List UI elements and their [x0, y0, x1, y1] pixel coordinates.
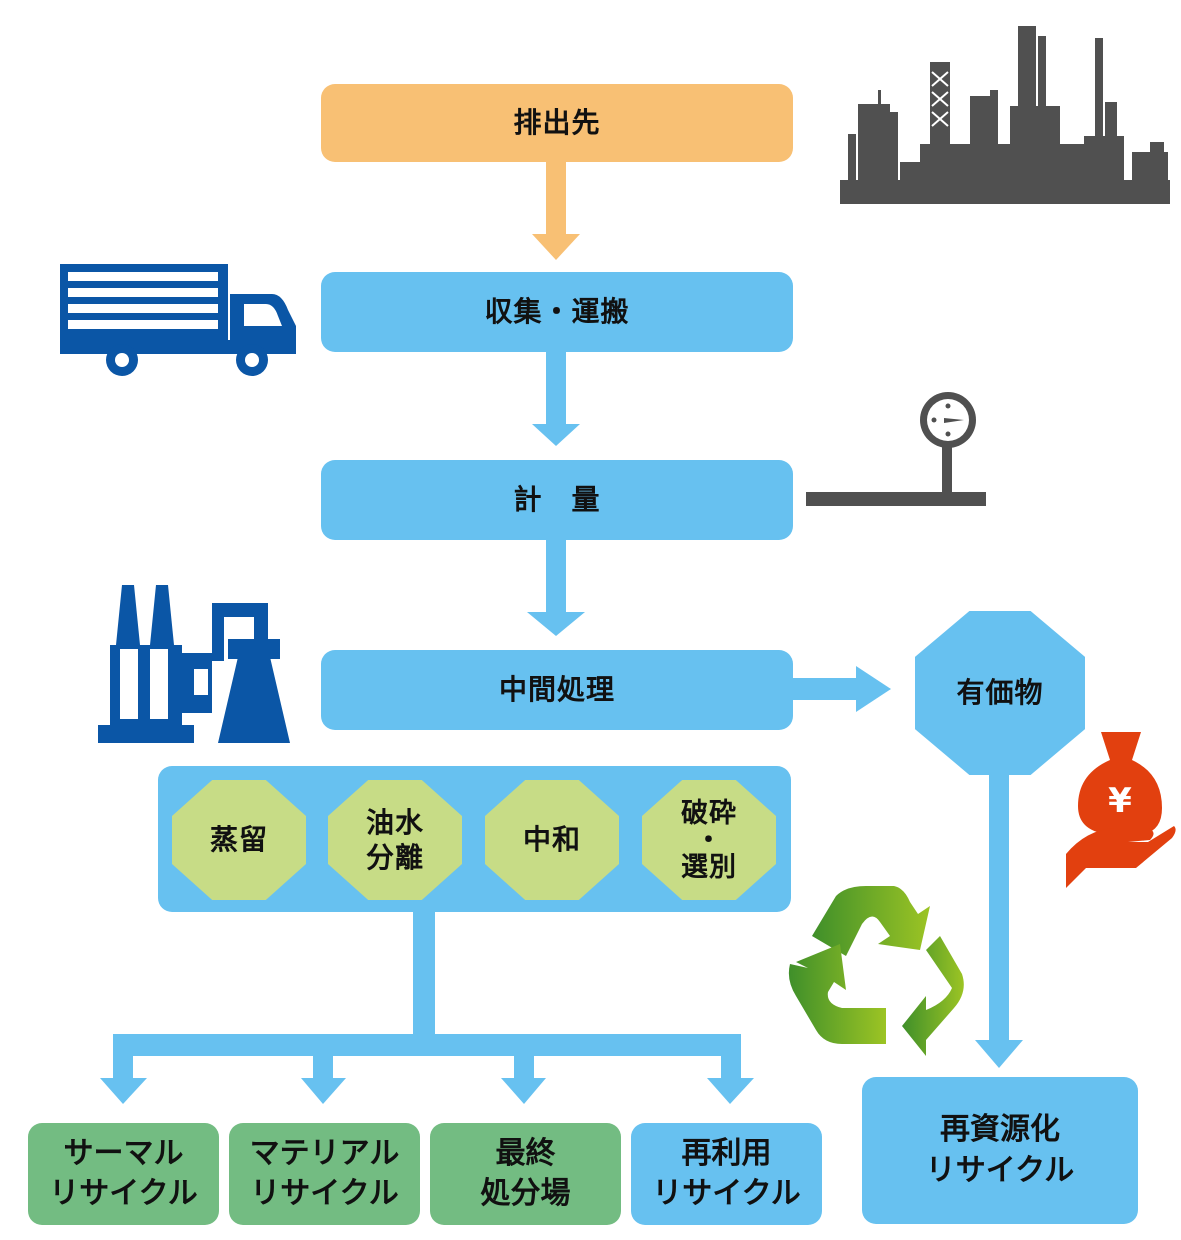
outcome-line2: リサイクル	[250, 1176, 399, 1211]
method-oil-water-separation: 油水 分離	[328, 780, 462, 900]
resource-recycling-line1: 再資源化	[940, 1112, 1060, 1147]
truck-icon	[60, 264, 296, 376]
arrow-collection-to-weighing	[532, 350, 580, 446]
outcome-line2: リサイクル	[49, 1176, 198, 1211]
outcome-line2: 処分場	[480, 1176, 571, 1211]
recycle-icon	[788, 886, 964, 1056]
step-intermediate: 中間処理	[321, 650, 793, 730]
step-valuables: 有価物	[915, 611, 1085, 775]
arrow-weighing-to-intermediate	[527, 538, 585, 636]
step-valuables-label: 有価物	[956, 675, 1044, 709]
outcome-line1: 最終	[495, 1135, 556, 1171]
money-bag-hand-icon: ¥	[1066, 732, 1176, 888]
outcome-final-disposal: 最終 処分場	[430, 1123, 621, 1225]
pressure-gauge-icon	[806, 392, 986, 506]
refinery-icon	[840, 26, 1170, 204]
outcome-line2: リサイクル	[652, 1176, 801, 1211]
outcome-reuse-recycle: 再利用 リサイクル	[631, 1123, 822, 1225]
step-source-label: 排出先	[513, 105, 601, 139]
method-label: 蒸留	[209, 822, 268, 856]
branch-connector	[100, 910, 754, 1104]
step-weighing-label: 計 量	[513, 482, 601, 516]
yen-symbol: ¥	[1108, 781, 1132, 821]
method-crushing-sorting: 破砕 ・ 選別	[642, 780, 776, 900]
step-collection-label: 収集・運搬	[484, 294, 630, 328]
outcome-thermal-recycle: サーマル リサイクル	[28, 1123, 219, 1225]
step-collection: 収集・運搬	[321, 272, 793, 352]
outcome-line1: マテリアル	[249, 1135, 400, 1171]
outcome-line1: サーマル	[63, 1135, 184, 1171]
method-neutralization: 中和	[485, 780, 619, 900]
step-source: 排出先	[321, 84, 793, 162]
method-label: 破砕 ・ 選別	[681, 797, 737, 883]
outcome-line1: 再利用	[681, 1135, 772, 1171]
arrow-valuables-to-resource-recycling	[975, 770, 1023, 1068]
step-intermediate-label: 中間処理	[498, 672, 615, 706]
arrow-intermediate-to-valuables	[792, 666, 891, 712]
method-distillation: 蒸留	[172, 780, 306, 900]
resource-recycling-box: 再資源化 リサイクル	[862, 1077, 1138, 1224]
resource-recycling-line2: リサイクル	[925, 1152, 1075, 1188]
arrow-source-to-collection	[532, 160, 580, 260]
method-label: 中和	[522, 822, 581, 856]
step-weighing: 計 量	[321, 460, 793, 540]
chemical-plant-icon	[98, 585, 290, 743]
outcome-material-recycle: マテリアル リサイクル	[229, 1123, 420, 1225]
method-label: 油水 分離	[365, 806, 424, 874]
